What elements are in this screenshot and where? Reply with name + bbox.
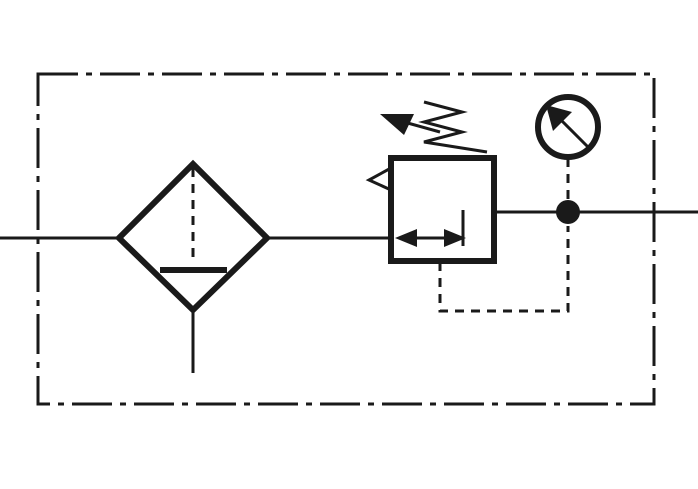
adjustable-spring-icon	[418, 100, 488, 154]
gauge-needle-arrow-icon	[546, 105, 572, 131]
pressure-regulator-icon	[365, 100, 570, 313]
flow-arrow-left-icon	[395, 229, 417, 247]
adjust-arrow-head-icon	[380, 114, 414, 135]
gauge-circle	[535, 94, 601, 160]
pressure-gauge-icon	[535, 94, 601, 160]
pilot-line-dashed	[438, 226, 570, 313]
relief-vent-icon	[365, 166, 392, 192]
junction-dot	[556, 200, 580, 224]
filter-with-manual-drain-icon	[114, 159, 272, 373]
regulator-body	[388, 155, 497, 264]
gauge-needle	[558, 117, 591, 150]
spring-adjust-arrow-shaft	[403, 120, 441, 134]
flow-arrow-right-icon	[444, 229, 466, 247]
